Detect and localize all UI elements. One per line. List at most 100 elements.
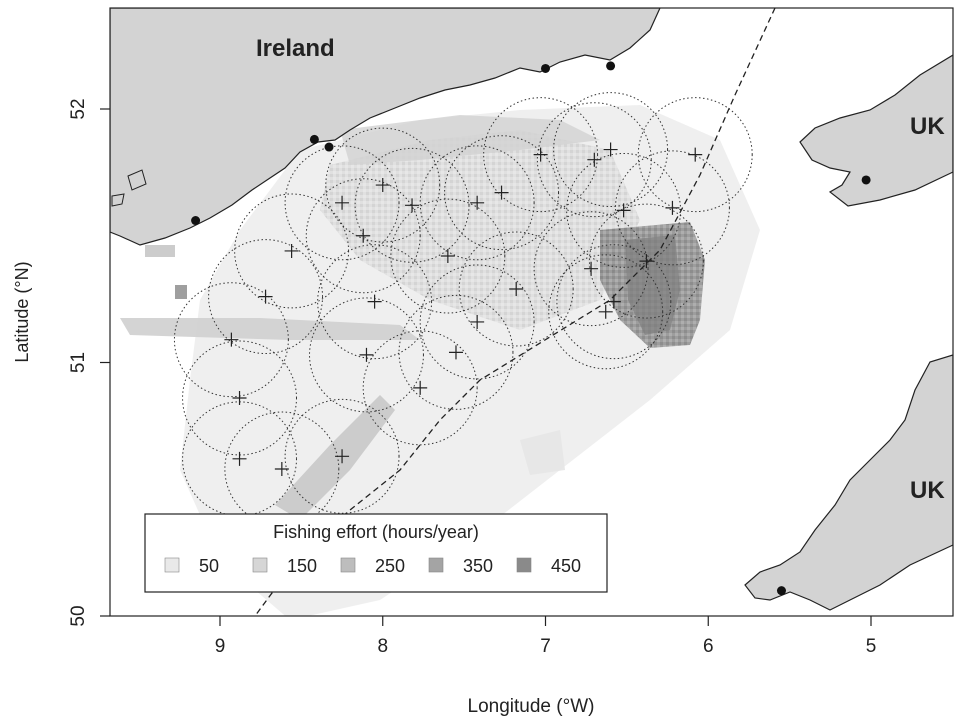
effort-diagonal-trail — [275, 395, 395, 520]
station-buffer-circle — [309, 297, 424, 413]
legend-item-label: 50 — [199, 556, 219, 576]
effort-cell — [175, 285, 187, 299]
effort-hotspot-core — [625, 235, 680, 335]
station-cross-marker — [232, 451, 247, 466]
x-tick-label: 9 — [215, 636, 226, 657]
station-buffer-circle — [284, 145, 400, 261]
station-buffer-circle — [419, 264, 535, 380]
port-marker — [191, 216, 201, 226]
port-marker — [861, 175, 871, 185]
x-tick-label: 6 — [703, 636, 714, 657]
port-marker — [776, 586, 786, 596]
station-cross-marker — [335, 195, 350, 210]
legend-swatch — [340, 557, 356, 573]
station-cross-marker — [509, 281, 524, 296]
y-tick-label: 51 — [68, 352, 89, 373]
y-tick-label: 50 — [68, 605, 89, 626]
y-axis: 50 51 52 — [68, 98, 111, 627]
legend-box — [144, 513, 608, 593]
x-tick-label: 7 — [540, 636, 551, 657]
station-buffer-circle — [390, 198, 506, 314]
effort-patch-east — [520, 430, 565, 475]
station-cross-marker — [603, 142, 618, 157]
station-buffer-circle — [614, 150, 730, 266]
station-cross-marker — [606, 294, 621, 309]
legend-swatch — [164, 557, 180, 573]
station-buffer-circle — [588, 203, 704, 319]
station-buffer-circle — [444, 135, 560, 251]
uk-cornwall-land — [744, 354, 953, 611]
station-cross-marker — [688, 147, 703, 162]
station-buffer-circle — [208, 239, 324, 355]
station-cross-marker — [533, 147, 548, 162]
legend-items: 50 150 250 350 450 — [164, 556, 581, 576]
station-buffer-circle — [458, 231, 574, 347]
port-marker — [309, 134, 319, 144]
uk-wales-land — [799, 54, 953, 207]
station-cross-marker — [448, 345, 463, 360]
station-cross-marker — [375, 178, 390, 193]
station-cross-marker — [367, 294, 382, 309]
sample-stations-layer — [173, 92, 753, 527]
legend: Fishing effort (hours/year) 50 150 250 350 4… — [144, 513, 608, 593]
legend-item-label: 250 — [375, 556, 405, 576]
ireland-island — [111, 193, 125, 207]
x-axis-title: Longitude (°W) — [468, 696, 595, 717]
station-buffer-circle — [362, 330, 478, 446]
station-buffer-circle — [553, 92, 669, 208]
ireland-island — [127, 169, 147, 191]
station-cross-marker — [598, 304, 613, 319]
station-buffer-circle — [284, 398, 400, 514]
station-buffer-circle — [317, 244, 433, 360]
station-cross-marker — [405, 198, 420, 213]
station-cross-marker — [494, 185, 509, 200]
station-cross-marker — [274, 461, 289, 476]
legend-swatch — [428, 557, 444, 573]
station-buffer-circle — [173, 282, 289, 398]
station-cross-marker — [335, 449, 350, 464]
y-axis-title: Latitude (°N) — [12, 261, 32, 362]
port-marker — [541, 63, 550, 73]
legend-title: Fishing effort (hours/year) — [273, 522, 479, 542]
effort-cell — [145, 245, 175, 257]
station-buffer-circle — [419, 145, 535, 261]
station-cross-marker — [639, 254, 654, 269]
station-cross-marker — [232, 390, 247, 405]
ireland-land — [110, 8, 661, 246]
legend-swatch — [516, 557, 532, 573]
station-buffer-circle — [305, 178, 421, 294]
station-buffer-circle — [566, 152, 682, 268]
station-cross-marker — [356, 228, 371, 243]
station-cross-marker — [224, 332, 239, 347]
legend-swatch — [252, 557, 268, 573]
station-cross-marker — [359, 347, 374, 362]
station-buffer-circle — [354, 147, 470, 263]
station-buffer-circle — [325, 127, 441, 243]
station-cross-marker — [470, 195, 485, 210]
station-cross-marker — [470, 314, 485, 329]
station-buffer-circle — [556, 244, 672, 360]
effort-area-mid — [320, 130, 640, 330]
station-cross-marker — [587, 152, 602, 167]
station-buffer-circle — [398, 294, 514, 410]
y-tick-label: 52 — [68, 98, 89, 119]
x-tick-label: 5 — [866, 636, 877, 657]
legend-item-label: 450 — [551, 556, 581, 576]
country-label-uk-cornwall: UK — [910, 477, 945, 504]
station-buffer-circle — [483, 97, 599, 213]
ports-layer — [191, 61, 871, 596]
effort-band-south — [120, 318, 420, 340]
legend-item-label: 350 — [463, 556, 493, 576]
x-tick-label: 8 — [377, 636, 388, 657]
x-axis: 9 8 7 6 5 — [215, 615, 877, 657]
station-buffer-circle — [536, 102, 652, 218]
station-cross-marker — [665, 200, 680, 215]
station-buffer-circle — [637, 97, 753, 213]
station-cross-marker — [284, 243, 299, 258]
legend-item-label: 150 — [287, 556, 317, 576]
station-cross-marker — [616, 203, 631, 218]
station-buffer-circle — [548, 254, 664, 370]
station-buffer-circle — [533, 211, 649, 327]
port-marker — [606, 61, 616, 71]
